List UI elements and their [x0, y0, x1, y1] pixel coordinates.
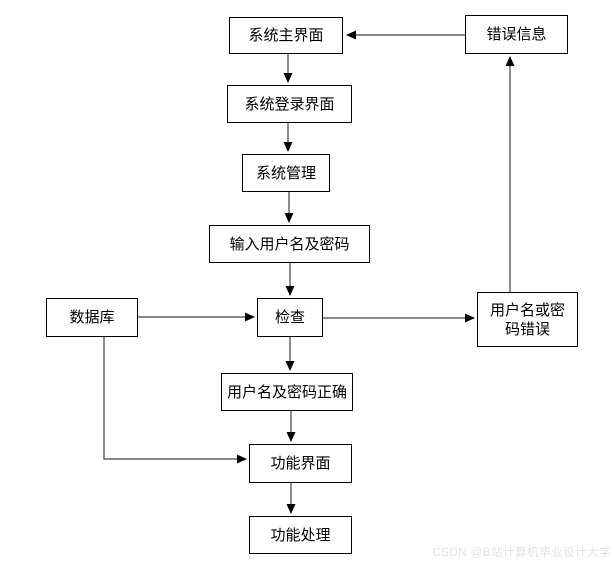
node-system-management: 系统管理: [242, 154, 330, 192]
node-system-login: 系统登录界面: [227, 85, 352, 123]
node-input-credentials-label: 输入用户名及密码: [229, 235, 350, 253]
node-input-credentials: 输入用户名及密码: [209, 225, 370, 263]
node-database: 数据库: [46, 298, 138, 337]
node-check: 检查: [257, 298, 323, 337]
node-credentials-error-label: 用户名或密 码错误: [489, 301, 565, 338]
node-database-label: 数据库: [69, 309, 115, 326]
connector-db-to-func: [103, 337, 247, 464]
node-system-main: 系统主界面: [229, 17, 343, 54]
node-credentials-error: 用户名或密 码错误: [477, 292, 578, 347]
node-function-interface-label: 功能界面: [270, 455, 331, 472]
watermark-text: CSDN @B站计算机毕业设计大学: [432, 547, 611, 559]
node-check-label: 检查: [274, 309, 305, 326]
node-error-info: 错误信息: [465, 15, 568, 54]
node-credentials-correct: 用户名及密码正确: [221, 373, 353, 411]
node-error-info-label: 错误信息: [486, 26, 547, 43]
node-function-processing-label: 功能处理: [270, 526, 331, 544]
node-system-login-label: 系统登录界面: [244, 95, 335, 113]
node-credentials-correct-label: 用户名及密码正确: [226, 383, 347, 401]
node-function-processing: 功能处理: [249, 516, 352, 554]
node-system-management-label: 系统管理: [255, 164, 316, 182]
node-system-main-label: 系统主界面: [248, 27, 324, 44]
node-function-interface: 功能界面: [249, 444, 352, 483]
